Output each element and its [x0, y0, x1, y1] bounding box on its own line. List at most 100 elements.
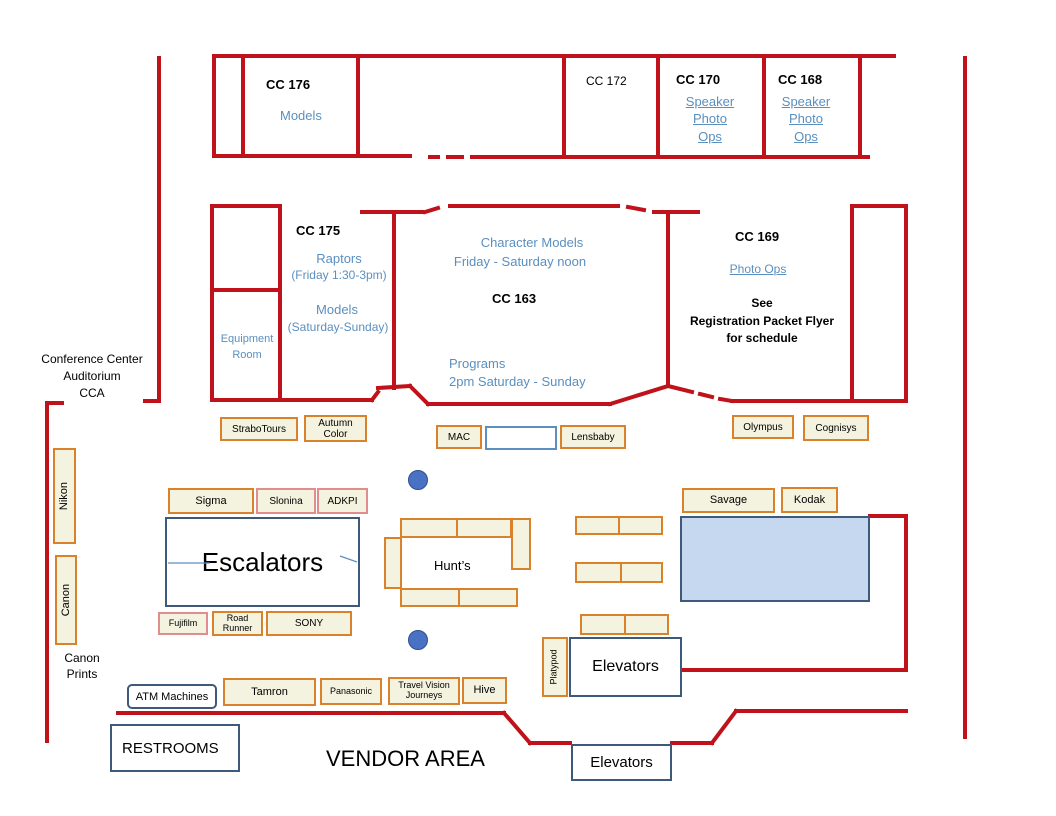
room-cc170-link-3[interactable]: Ops	[698, 129, 722, 144]
booth-label: Runner	[222, 622, 253, 633]
escalators: Escalators	[165, 517, 360, 607]
booth-savage[interactable]: Savage	[682, 488, 775, 513]
booth-tamron[interactable]: Tamron	[223, 678, 316, 706]
room-cc175-use2-time: (Saturday-Sunday)	[287, 320, 389, 334]
elevator-dot	[408, 630, 428, 650]
elevators-main: Elevators	[569, 637, 682, 697]
reserved-area	[680, 516, 870, 602]
wall	[369, 389, 381, 403]
booth-hunts-seg[interactable]	[458, 588, 518, 607]
wall	[697, 391, 715, 400]
booth-hunts-seg[interactable]	[384, 537, 402, 589]
atm-label: ATM Machines	[135, 690, 209, 703]
auditorium-label-1: Conference Center	[41, 352, 143, 366]
room-cc175-label: CC 175	[296, 223, 341, 238]
booth-label: StraboTours	[232, 423, 286, 435]
wall	[665, 383, 695, 395]
booth-empty[interactable]	[618, 516, 663, 535]
booth-empty[interactable]	[620, 562, 663, 583]
booth-label: Road	[226, 612, 249, 623]
booth-lensbaby[interactable]: Lensbaby	[560, 425, 626, 449]
booth-platypod[interactable]: Platypod	[542, 637, 568, 697]
booth-label: Hive	[473, 684, 496, 697]
booth-label: Platypod	[549, 649, 560, 685]
booth-kodak[interactable]: Kodak	[781, 487, 838, 513]
booth-hunts-label: Hunt’s	[434, 558, 471, 573]
booth-fujifilm[interactable]: Fujifilm	[158, 612, 208, 635]
room-cc170-link-1[interactable]: Speaker	[685, 94, 735, 109]
booth-sigma[interactable]: Sigma	[168, 488, 254, 514]
booth-hunts-seg[interactable]	[456, 518, 512, 538]
booth-canon[interactable]: Canon	[55, 555, 77, 645]
booth-olympus[interactable]: Olympus	[732, 415, 794, 439]
wall	[709, 708, 739, 746]
room-cc175-use1: Raptors	[316, 251, 362, 266]
room-cc172-label: CC 172	[586, 74, 627, 88]
booth-panasonic[interactable]: Panasonic	[320, 678, 382, 705]
booth-nikon[interactable]: Nikon	[53, 448, 76, 544]
wall	[625, 204, 647, 213]
elevators-label: Elevators	[590, 754, 653, 771]
booth-hive[interactable]: Hive	[462, 677, 507, 704]
booth-label: Lensbaby	[571, 431, 615, 443]
room-cc169-link[interactable]: Photo Ops	[729, 262, 787, 276]
room-cc176-label: CC 176	[266, 77, 311, 92]
escalator-line	[339, 555, 358, 563]
room-cc169-note-3: for schedule	[726, 331, 798, 345]
wall	[501, 710, 533, 746]
booth-empty[interactable]	[580, 614, 626, 635]
wall	[422, 205, 441, 215]
elevator-dot	[408, 470, 428, 490]
room-cc163-top-1: Character Models	[480, 235, 584, 250]
room-cc175-use2: Models	[316, 302, 358, 317]
room-cc163-label: CC 163	[492, 291, 537, 306]
atm-machines: ATM Machines	[127, 684, 217, 709]
booth-label: Cognisys	[815, 422, 857, 434]
wall	[607, 383, 671, 407]
booth-slonina[interactable]: Slonina	[256, 488, 316, 514]
booth-label: ADKPI	[327, 495, 358, 507]
room-cc168-link-1[interactable]: Speaker	[781, 94, 831, 109]
booth-label: MAC	[447, 431, 471, 443]
booth-label: Kodak	[793, 493, 826, 506]
booth-label: Sigma	[195, 494, 227, 507]
booth-label: Autumn	[318, 417, 353, 429]
room-cc169-label: CC 169	[735, 229, 780, 244]
room-cc168-label: CC 168	[778, 72, 823, 87]
room-cc168-link-2[interactable]: Photo	[789, 111, 823, 126]
restrooms-label: RESTROOMS	[122, 739, 219, 757]
booth-empty[interactable]	[575, 562, 622, 583]
room-cc168-link-3[interactable]: Ops	[794, 129, 818, 144]
booth-strabotours[interactable]: StraboTours	[220, 417, 298, 441]
booth-hunts-seg[interactable]	[400, 588, 460, 607]
booth-cognisys[interactable]: Cognisys	[803, 415, 869, 441]
booth-hunts-seg[interactable]	[400, 518, 458, 538]
booth-sony[interactable]: SONY	[266, 611, 352, 636]
booth-label: Travel Vision	[398, 680, 450, 691]
room-cc169-note-1: See	[751, 296, 773, 310]
elevators-lower: Elevators	[571, 744, 672, 781]
booth-adkpi[interactable]: ADKPI	[317, 488, 368, 514]
escalators-label: Escalators	[201, 546, 324, 577]
room-cc169-note-2: Registration Packet Flyer	[689, 314, 835, 328]
canon-prints-label-2: Prints	[66, 667, 98, 681]
booth-hunts-seg[interactable]	[511, 518, 531, 570]
booth-label: Slonina	[269, 495, 303, 507]
booth-empty-blue[interactable]	[485, 426, 557, 450]
booth-empty[interactable]	[575, 516, 621, 535]
booth-label: Panasonic	[329, 685, 373, 696]
auditorium-label-2: Auditorium	[63, 369, 121, 383]
room-cc176-use: Models	[280, 108, 322, 123]
equipment-room-label-1: Equipment	[220, 333, 274, 345]
equipment-room-label-2: Room	[232, 349, 262, 361]
wall	[407, 383, 431, 407]
booth-empty[interactable]	[624, 614, 669, 635]
canon-prints-label-1: Canon	[64, 651, 100, 665]
booth-mac[interactable]: MAC	[436, 425, 482, 449]
booth-label: SONY	[294, 618, 324, 629]
room-cc170-link-2[interactable]: Photo	[693, 111, 727, 126]
